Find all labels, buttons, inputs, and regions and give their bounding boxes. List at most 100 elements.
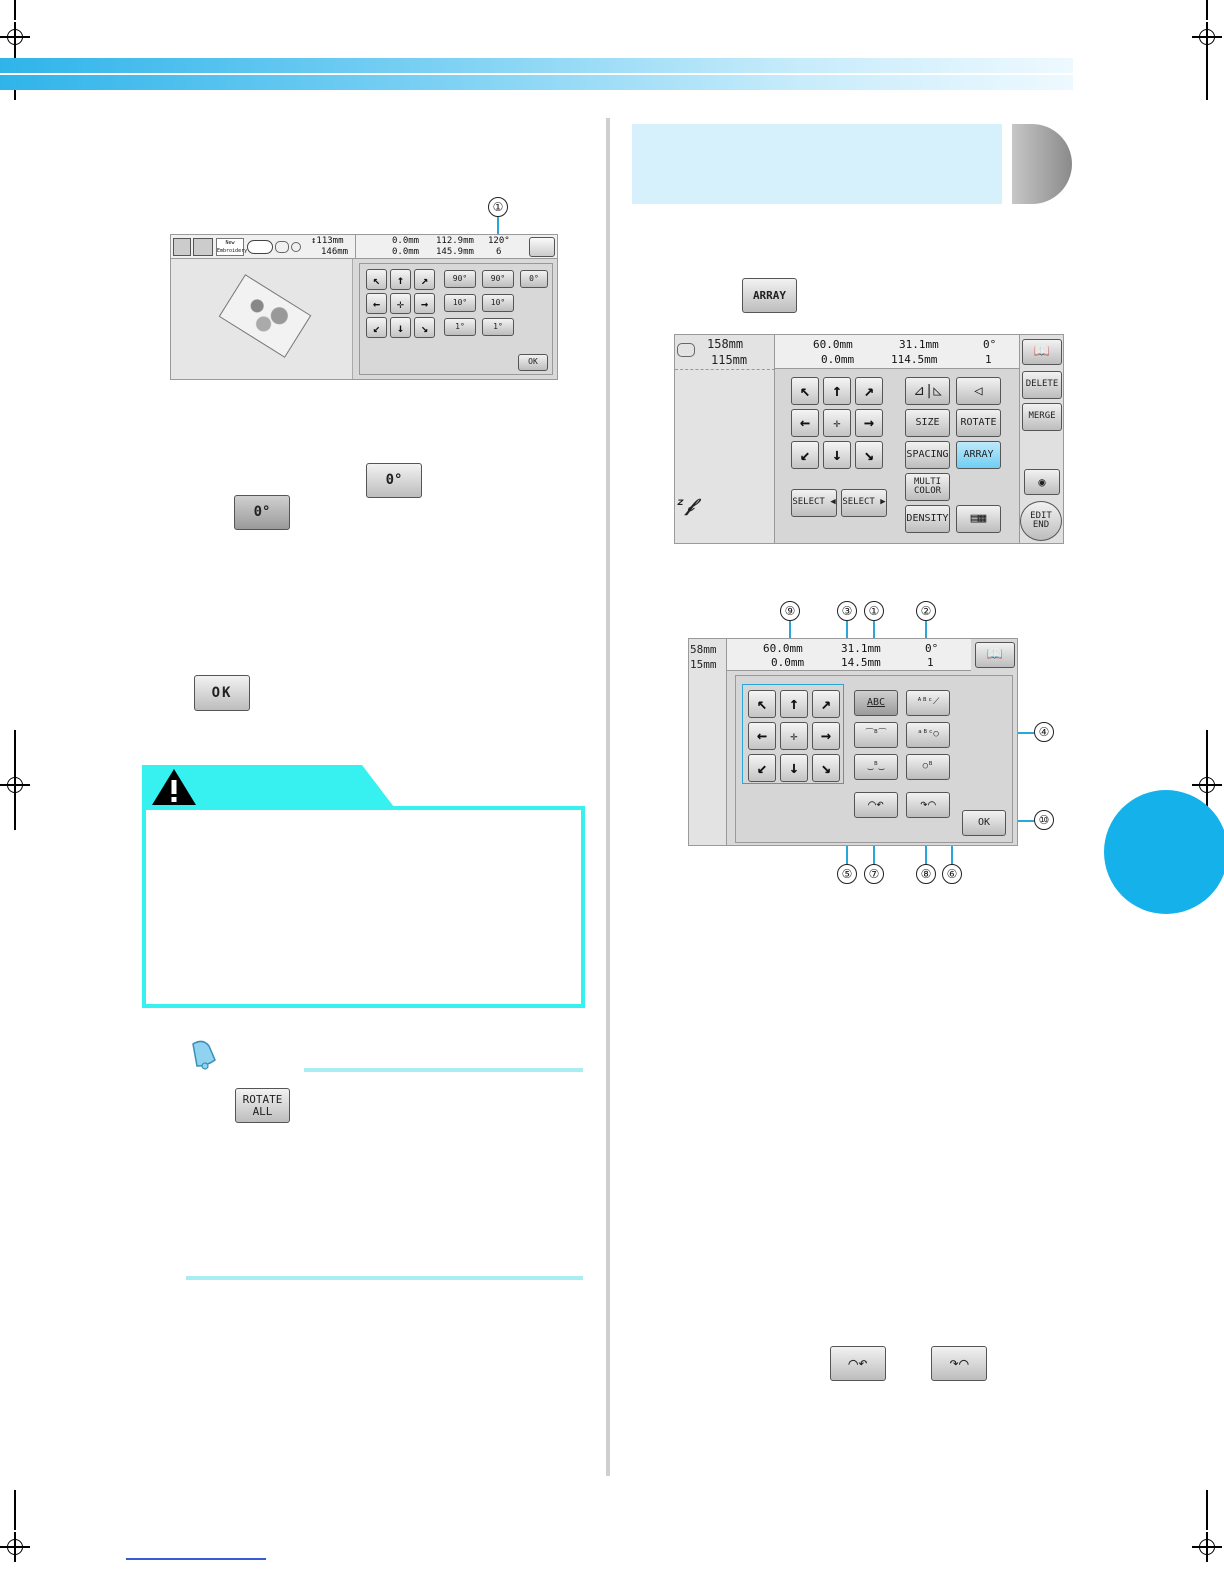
size-height: 31.1mm [899,338,939,351]
height-value: 58mm [690,643,717,656]
help-icon[interactable] [529,237,555,257]
center-button[interactable]: ✛ [823,409,851,437]
move-up-right-button[interactable]: ↗ [812,690,840,718]
text-orient-button[interactable]: ◁ [956,377,1001,405]
rotate-right-10-button[interactable]: 10° [482,294,514,312]
edit-end-button[interactable]: EDIT END [1020,501,1062,541]
move-up-right-button[interactable]: ↗ [414,269,435,290]
callout-10: ⑩ [1034,810,1054,830]
move-left-button[interactable]: ← [366,293,387,314]
bend-more-button[interactable]: ↷⌒ [931,1346,987,1381]
move-up-right-button[interactable]: ↗ [855,377,883,405]
move-down-left-button[interactable]: ↙ [366,317,387,338]
rotate-left-1-button[interactable]: 1° [444,318,476,336]
edit-info-bar: 60.0mm 0.0mm 31.1mm 114.5mm 0° 1 [775,335,1019,369]
height-value: ↕113mm [311,236,344,246]
info-panel: 0.0mm 0.0mm 112.9mm 145.9mm 120° 6 [355,235,525,259]
help-button[interactable]: 📖 [1022,339,1062,365]
x-offset: 60.0mm [813,338,853,351]
trim-line [1206,50,1208,100]
move-down-right-button[interactable]: ↘ [855,441,883,469]
move-left-button[interactable]: ← [748,722,776,750]
move-left-button[interactable]: ← [791,409,819,437]
ok-button[interactable]: OK [194,675,250,711]
move-up-left-button[interactable]: ↖ [791,377,819,405]
move-up-button[interactable]: ↑ [823,377,851,405]
multi-color-button[interactable]: MULTI COLOR [905,473,950,501]
rotate-right-1-button[interactable]: 1° [482,318,514,336]
size-button[interactable]: SIZE [905,409,950,437]
select-prev-button[interactable]: SELECT ◀ [791,489,837,517]
ok-button[interactable]: OK [518,354,548,371]
spacing-button[interactable]: SPACING [905,441,950,469]
rotate-all-button[interactable]: ROTATE ALL [235,1088,290,1123]
angle-value: 120° [488,236,510,246]
header-band-line [0,73,1073,75]
move-up-left-button[interactable]: ↖ [366,269,387,290]
center-button[interactable]: ✛ [390,293,411,314]
move-up-button[interactable]: ↑ [780,690,808,718]
move-right-button[interactable]: → [414,293,435,314]
array-diagonal-button[interactable]: ᴬᴮᶜ⟋ [906,690,950,716]
rotate-left-10-button[interactable]: 10° [444,294,476,312]
rotate-left-90-button[interactable]: 90° [444,270,476,288]
section-heading-tab [1002,124,1072,204]
array-circle-top-button[interactable]: ᵃᴮᶜ○ [906,722,950,748]
center-button[interactable]: ✛ [780,722,808,750]
move-right-button[interactable]: → [812,722,840,750]
select-next-button[interactable]: SELECT ▶ [841,489,887,517]
array-controls: ↖ ↑ ↗ ← ✛ → ↙ ↓ ↘ ABC ᴬᴮᶜ⟋ ⁀ᴮ⁀ ᵃᴮᶜ○ ‿ᴮ‿ … [735,675,1013,843]
array-straight-button[interactable]: ABC [854,690,898,716]
move-down-left-button[interactable]: ↙ [791,441,819,469]
trim-line [14,1490,16,1530]
density-button[interactable]: DENSITY [905,505,950,533]
page-icon[interactable] [173,238,191,256]
reset-angle-button[interactable]: 0° [520,270,548,288]
array-circle-bottom-button[interactable]: ○ᴮ [906,754,950,780]
move-down-button[interactable]: ↓ [823,441,851,469]
machine-icon[interactable] [193,238,213,256]
merge-button[interactable]: MERGE [1022,403,1062,431]
array-button[interactable]: ARRAY [956,441,1001,469]
trim-line [1206,0,1208,20]
design-fragment: ᶻ𝒻 [675,495,694,516]
move-down-left-button[interactable]: ↙ [748,754,776,782]
move-right-button[interactable]: → [855,409,883,437]
move-down-button[interactable]: ↓ [390,317,411,338]
zero-degree-button-pressed[interactable]: 0° [234,495,290,530]
array-button[interactable]: ARRAY [742,278,797,313]
note-rule-bottom [186,1276,583,1280]
move-up-left-button[interactable]: ↖ [748,690,776,718]
rotate-screen: New Embroidery ↕113mm 146mm 0.0mm 0.0mm … [170,234,558,380]
bend-more-button[interactable]: ↷⌒ [906,792,950,818]
array-left-strip: 58mm 15mm [689,639,727,845]
hoop-icon [275,241,289,253]
array-arc-down-button[interactable]: ‿ᴮ‿ [854,754,898,780]
trim-line [1206,730,1208,830]
move-down-right-button[interactable]: ↘ [812,754,840,782]
mirror-button[interactable]: ⊿|◺ [905,377,950,405]
color-count: 6 [496,247,502,257]
zero-degree-button[interactable]: 0° [366,463,422,498]
thread-color-button[interactable]: ▤▦ [956,505,1001,533]
design-flowers [231,284,300,346]
move-down-button[interactable]: ↓ [780,754,808,782]
bend-less-button[interactable]: ⌒↶ [830,1346,886,1381]
hoop-icon [291,242,301,252]
help-button[interactable]: 📖 [975,642,1015,668]
rotate-button[interactable]: ROTATE [956,409,1001,437]
array-arc-up-button[interactable]: ⁀ᴮ⁀ [854,722,898,748]
size-width: 14.5mm [841,656,881,669]
hoop-icon [677,343,695,357]
delete-button[interactable]: DELETE [1022,371,1062,399]
rotate-right-90-button[interactable]: 90° [482,270,514,288]
move-down-right-button[interactable]: ↘ [414,317,435,338]
bend-less-button[interactable]: ⌒↶ [854,792,898,818]
trim-line [14,730,16,830]
y-offset: 0.0mm [771,656,805,669]
new-embroidery-tab[interactable]: New Embroidery [216,238,248,256]
crop-mark-bottom-left [0,1532,30,1562]
preview-button[interactable]: ◉ [1024,469,1060,495]
ok-button[interactable]: OK [962,810,1006,836]
move-up-button[interactable]: ↑ [390,269,411,290]
